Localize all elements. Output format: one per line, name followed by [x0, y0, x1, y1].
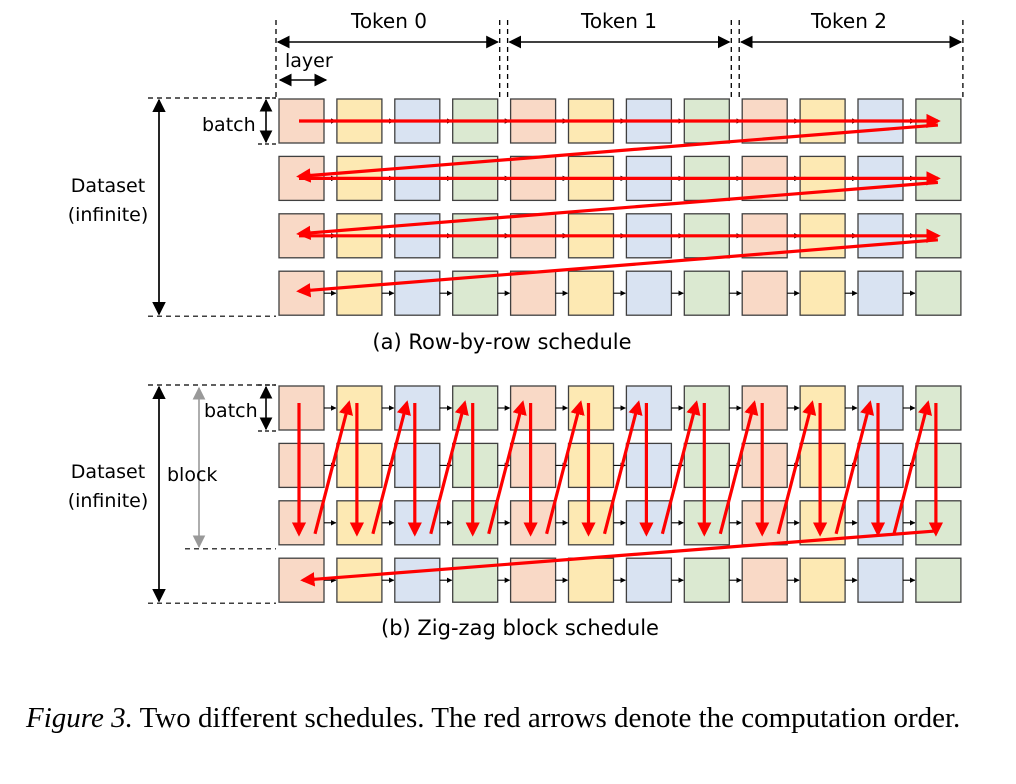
layer-cell: [857, 557, 904, 603]
order-arrow: [300, 529, 939, 587]
order-arrow: [545, 400, 585, 535]
block-label: block: [167, 464, 217, 486]
layer-cell: [336, 270, 383, 316]
dataset-guides-a: [148, 97, 276, 317]
layer-cell: [625, 270, 673, 316]
subtitle-b: (b) Zig-zag block schedule: [381, 616, 659, 640]
token-label-0: Token 0: [350, 9, 427, 33]
token-span-arrows: [275, 20, 964, 98]
order-arrow: [776, 400, 817, 535]
layer-cell: [394, 557, 441, 603]
layer-cell: [336, 557, 383, 603]
layer-cell: [741, 442, 788, 489]
layer-cell: [625, 557, 673, 603]
layer-cell: [915, 500, 962, 546]
figure-caption: Figure 3. Two different schedules. The r…: [26, 698, 994, 738]
order-arrow: [834, 400, 875, 535]
layer-cell: [915, 557, 962, 603]
layer-cell: [278, 442, 325, 489]
layer-cell: [857, 442, 904, 489]
dataset-guides-b: [148, 384, 276, 604]
order-arrow: [296, 180, 939, 241]
order-arrow: [892, 400, 932, 535]
layer-cell: [452, 442, 499, 489]
token-header: Token 0 Token 1 Token 2 layer: [275, 9, 964, 98]
layer-cell: [625, 442, 673, 489]
layer-cell: [741, 557, 788, 603]
order-arrow: [602, 400, 643, 535]
order-arrow: [718, 400, 759, 535]
subtitle-a: (a) Row-by-row schedule: [372, 330, 631, 354]
dataset-sublabel-b: (infinite): [68, 490, 149, 512]
layer-cell: [683, 557, 730, 603]
batch-label-b: batch: [204, 400, 258, 422]
layer-cell: [799, 557, 846, 603]
layer-cell: [509, 270, 557, 316]
layer-cell: [394, 442, 441, 489]
layer-cell: [799, 442, 846, 489]
order-arrow: [660, 400, 701, 535]
layer-cell: [741, 270, 788, 316]
layer-cell: [799, 270, 846, 316]
layer-cell: [683, 270, 730, 316]
figure-diagram: Token 0 Token 1 Token 2 layer batch Data…: [68, 9, 964, 640]
token-label-1: Token 1: [580, 9, 657, 33]
layer-cell: [915, 442, 962, 489]
figure-label: Figure 3.: [26, 702, 133, 734]
layer-cell: [857, 270, 904, 316]
order-arrow: [296, 238, 939, 298]
panel-zig-zag: batch block Dataset (infinite) (b) Zig-z…: [68, 384, 962, 640]
computation-order-arrows-zig-zag: [291, 400, 944, 587]
computation-order-arrows-row-by-row: [296, 113, 941, 298]
token-label-2: Token 2: [810, 9, 887, 33]
order-arrow: [313, 400, 353, 535]
layer-cell: [336, 442, 383, 489]
layer-label: layer: [285, 50, 333, 72]
layer-cell: [278, 385, 325, 431]
caption-text: Two different schedules. The red arrows …: [132, 702, 961, 734]
layer-cell: [915, 270, 962, 316]
layer-cell: [394, 270, 441, 316]
order-arrow: [371, 400, 411, 535]
batch-label-a: batch: [202, 114, 256, 136]
layer-cell: [509, 442, 557, 489]
layer-cell: [567, 442, 615, 489]
layer-cell: [278, 270, 325, 316]
grid-zig-zag: [278, 385, 962, 603]
dataset-sublabel-a: (infinite): [68, 204, 149, 226]
panel-row-by-row: batch Dataset (infinite) (a) Row-by-row …: [68, 97, 962, 354]
layer-cell: [567, 557, 615, 603]
order-arrow: [487, 400, 527, 535]
order-arrow: [296, 123, 939, 183]
layer-cell: [683, 442, 730, 489]
order-arrow: [429, 400, 469, 535]
dataset-label-b: Dataset: [71, 461, 145, 483]
dataset-label-a: Dataset: [71, 175, 145, 197]
layer-cell: [567, 270, 615, 316]
